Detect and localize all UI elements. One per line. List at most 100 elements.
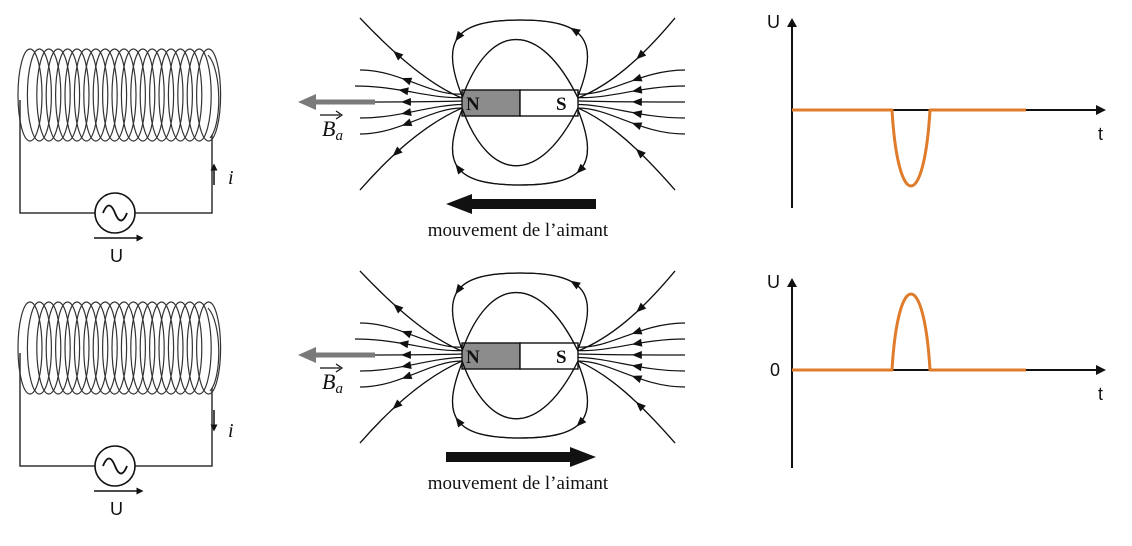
y-axis-label: U	[767, 12, 780, 32]
origin-label: 0	[770, 360, 780, 380]
field-line	[359, 103, 463, 119]
x-axis-arrowhead	[1096, 105, 1106, 115]
field-line	[451, 109, 589, 186]
circuit-wire-2	[19, 353, 213, 467]
field-line	[359, 107, 463, 135]
field-line	[359, 107, 676, 191]
field-arrowhead	[455, 164, 465, 175]
field-line	[359, 69, 463, 95]
coil-turn	[101, 48, 128, 142]
field-line	[577, 107, 686, 135]
voltage-label-1: U	[110, 246, 123, 266]
coil-turn	[139, 48, 165, 142]
voltage-label-2: U	[110, 499, 123, 519]
field-line	[577, 103, 686, 119]
x-axis-label: t	[1098, 384, 1103, 404]
vector-overline-head	[335, 363, 344, 373]
field-arrowhead	[401, 371, 413, 379]
field-line	[354, 338, 463, 352]
field-line	[359, 107, 676, 191]
field-arrowhead	[398, 340, 409, 349]
circuit-wire-1	[19, 100, 213, 214]
field-vector-arrowhead	[298, 347, 316, 363]
x-axis-label: t	[1098, 124, 1103, 144]
field-line	[359, 322, 463, 348]
field-arrowhead	[631, 375, 643, 384]
coil-turn	[196, 301, 222, 395]
field-vector-subscript: a	[335, 381, 343, 397]
coil-turn	[73, 48, 100, 142]
coil-turn	[54, 48, 81, 142]
coil-turn	[196, 48, 222, 142]
field-line	[359, 356, 463, 372]
field-arrowhead	[631, 122, 643, 131]
coil-end	[207, 307, 220, 392]
field-line	[577, 100, 686, 103]
field-arrowhead	[631, 338, 643, 347]
coil-turn	[167, 48, 193, 142]
field-line	[577, 360, 686, 388]
coil-turn	[92, 48, 118, 142]
field-arrowhead	[455, 30, 465, 42]
field-line	[451, 362, 589, 439]
field-line	[451, 19, 589, 97]
field-line	[359, 270, 676, 352]
coil-turn	[139, 301, 165, 395]
coil-turn	[92, 301, 118, 395]
field-arrowhead	[631, 85, 643, 94]
field-line	[577, 353, 686, 356]
field-line	[354, 85, 463, 99]
coil-turn	[36, 301, 62, 395]
coil-turn	[64, 48, 90, 142]
magnet-south-pole	[519, 342, 579, 370]
coil-turn	[130, 301, 156, 395]
field-arrowhead	[400, 97, 411, 106]
field-arrowhead	[631, 110, 643, 119]
field-line	[577, 338, 686, 352]
coil-turn	[101, 301, 128, 395]
field-line	[359, 360, 676, 444]
motion-label: mouvement de l’aimant	[428, 473, 609, 494]
field-arrowhead	[631, 350, 642, 359]
coil-1	[17, 48, 222, 142]
coil-turn	[54, 301, 81, 395]
field-line	[359, 360, 463, 388]
field-line	[577, 322, 686, 348]
field-arrowhead	[392, 146, 403, 157]
coil-turn	[111, 48, 137, 142]
field-arrowhead	[393, 303, 404, 314]
coil-turn	[73, 301, 100, 395]
coil-end	[207, 54, 220, 139]
coil-turn	[17, 301, 43, 395]
magnet-north-pole	[461, 342, 521, 370]
coil-turn	[149, 48, 175, 142]
coil-turn	[186, 48, 212, 142]
field-line	[359, 353, 463, 356]
vector-overline-head	[335, 110, 344, 120]
field-arrowhead	[393, 50, 404, 61]
magnet-south-pole	[519, 89, 579, 117]
graph-1: Ut	[767, 12, 1106, 208]
coil-turn	[177, 48, 203, 142]
field-arrowhead	[455, 417, 465, 428]
ac-source-icon	[94, 445, 136, 487]
coil-turn	[17, 48, 43, 142]
field-vector-arrowhead	[298, 94, 316, 110]
field-line	[359, 100, 463, 103]
coil-turn	[120, 301, 146, 395]
field-arrowhead	[392, 399, 403, 410]
magnet-north-pole	[461, 89, 521, 117]
field-line	[451, 272, 589, 350]
field-line	[359, 17, 676, 99]
field-line	[359, 360, 676, 444]
coil-turn	[83, 48, 109, 142]
coil-turn	[120, 48, 146, 142]
current-label-1: i	[228, 167, 234, 189]
field-arrowhead	[400, 350, 411, 359]
north-label: N	[466, 347, 480, 368]
coil-turn	[36, 48, 62, 142]
